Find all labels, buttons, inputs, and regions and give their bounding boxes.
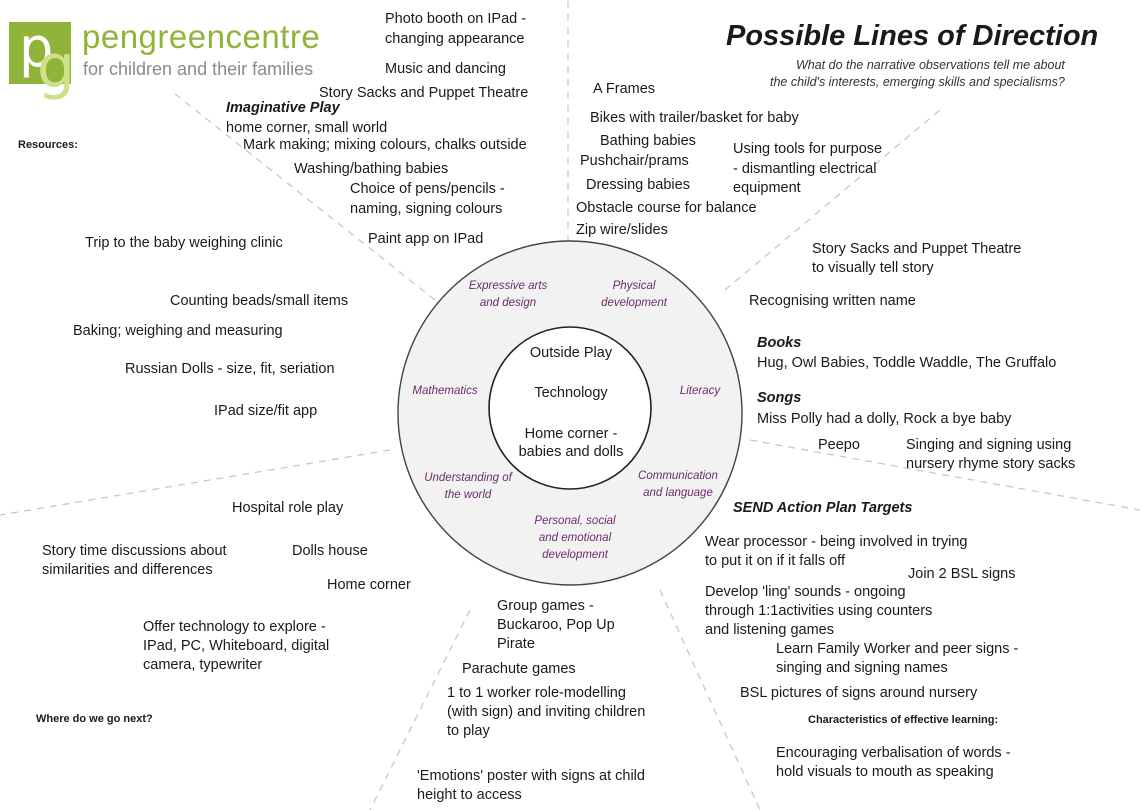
note-pens-1: Choice of pens/pencils - [350, 181, 505, 197]
note-encourage-1: Encouraging verbalisation of words - [776, 745, 1011, 761]
note-wear-1: Wear processor - being involved in tryin… [705, 534, 968, 550]
note-dressing: Dressing babies [586, 177, 690, 193]
note-ipad-fit: IPad size/fit app [214, 403, 318, 419]
note-offer-tech-2: IPad, PC, Whiteboard, digital [143, 638, 330, 654]
note-story-sacks-top: Story Sacks and Puppet Theatre [319, 85, 529, 101]
note-dolls-house: Dolls house [292, 543, 368, 559]
area-literacy: Literacy [679, 385, 721, 397]
inner-circle [488, 326, 652, 490]
note-written-name: Recognising written name [749, 293, 916, 309]
heading-books: Books [757, 335, 802, 351]
note-one-to-one-2: (with sign) and inviting children [447, 704, 646, 720]
heading-imaginative-play: Imaginative Play [226, 100, 340, 116]
inner-outside-play: Outside Play [529, 345, 613, 361]
note-group-games-2: Buckaroo, Pop Up [497, 617, 615, 633]
note-bikes: Bikes with trailer/basket for baby [590, 110, 799, 126]
ray-left [0, 449, 391, 516]
note-books-list: Hug, Owl Babies, Toddle Waddle, The Gruf… [757, 355, 1057, 371]
characteristics-label: Characteristics of effective learning: [808, 714, 999, 726]
note-home-small-world: home corner, small world [226, 120, 388, 136]
note-tools-1: Using tools for purpose [733, 141, 883, 157]
note-hospital: Hospital role play [232, 500, 344, 516]
note-singing-1: Singing and signing using [906, 437, 1072, 453]
note-one-to-one-1: 1 to 1 worker role-modelling [447, 685, 626, 701]
note-story-time-1: Story time discussions about [42, 543, 227, 559]
note-ling-3: and listening games [705, 622, 834, 638]
note-pushchair: Pushchair/prams [580, 153, 689, 169]
note-offer-tech-3: camera, typewriter [143, 657, 263, 673]
note-obstacle: Obstacle course for balance [576, 200, 757, 216]
note-a-frames: A Frames [593, 81, 656, 97]
note-zip-wire: Zip wire/slides [576, 222, 668, 238]
inner-technology: Technology [534, 385, 608, 401]
note-home-corner: Home corner [327, 577, 411, 593]
note-singing-2: nursery rhyme story sacks [906, 456, 1076, 472]
ray-lower-right [659, 589, 761, 810]
note-encourage-2: hold visuals to mouth as speaking [776, 764, 994, 780]
area-mathematics: Mathematics [412, 385, 478, 397]
resources-label: Resources: [18, 139, 78, 151]
ray-upper-left [169, 89, 436, 301]
note-group-games-3: Pirate [497, 636, 535, 652]
note-songs-list: Miss Polly had a dolly, Rock a bye baby [757, 411, 1012, 427]
note-bathing: Bathing babies [600, 133, 696, 149]
note-story-sacks-right-2: to visually tell story [812, 260, 934, 276]
inner-home-corner: Home corner -babies and dolls [518, 426, 624, 460]
heading-send-targets: SEND Action Plan Targets [733, 500, 913, 516]
ray-lower-left [369, 609, 471, 810]
note-pens-2: naming, signing colours [350, 201, 503, 217]
note-wear-2: to put it on if it falls off [705, 553, 845, 569]
where-next-label: Where do we go next? [36, 713, 153, 725]
note-one-to-one-3: to play [447, 723, 490, 739]
note-bsl-pictures: BSL pictures of signs around nursery [740, 685, 978, 701]
note-trip: Trip to the baby weighing clinic [85, 235, 283, 251]
note-tools-3: equipment [733, 180, 801, 196]
ray-right [749, 439, 1140, 511]
note-ling-2: through 1:1activities using counters [705, 603, 933, 619]
note-photo-booth-1: Photo booth on IPad - [385, 11, 527, 27]
note-learn-1: Learn Family Worker and peer signs - [776, 641, 1019, 657]
page-title: Possible Lines of Direction [726, 20, 1099, 52]
note-offer-tech-1: Offer technology to explore - [143, 619, 326, 635]
note-mark-making: Mark making; mixing colours, chalks outs… [243, 137, 527, 153]
note-music: Music and dancing [385, 61, 506, 77]
note-group-games-1: Group games - [497, 598, 594, 614]
note-story-time-2: similarities and differences [42, 562, 213, 578]
note-peepo: Peepo [818, 437, 860, 453]
page-subtitle: What do the narrative observations tell … [770, 58, 1065, 89]
note-learn-2: singing and signing names [776, 660, 948, 676]
logo-name: pengreencentre [82, 18, 321, 55]
note-emotions-1: 'Emotions' poster with signs at child [417, 768, 645, 784]
note-photo-booth-2: changing appearance [385, 31, 525, 47]
note-paint-app: Paint app on IPad [368, 231, 484, 247]
heading-songs: Songs [757, 390, 802, 406]
note-baking: Baking; weighing and measuring [73, 323, 283, 339]
note-russian-dolls: Russian Dolls - size, fit, seriation [125, 361, 335, 377]
logo-tagline: for children and their families [83, 59, 314, 79]
note-join-bsl: Join 2 BSL signs [908, 566, 1016, 582]
note-emotions-2: height to access [417, 787, 522, 803]
note-parachute: Parachute games [462, 661, 576, 677]
note-ling-1: Develop 'ling' sounds - ongoing [705, 584, 906, 600]
note-story-sacks-right-1: Story Sacks and Puppet Theatre [812, 241, 1022, 257]
note-tools-2: - dismantling electrical [733, 161, 877, 177]
note-washing: Washing/bathing babies [294, 161, 449, 177]
note-counting: Counting beads/small items [170, 293, 349, 309]
